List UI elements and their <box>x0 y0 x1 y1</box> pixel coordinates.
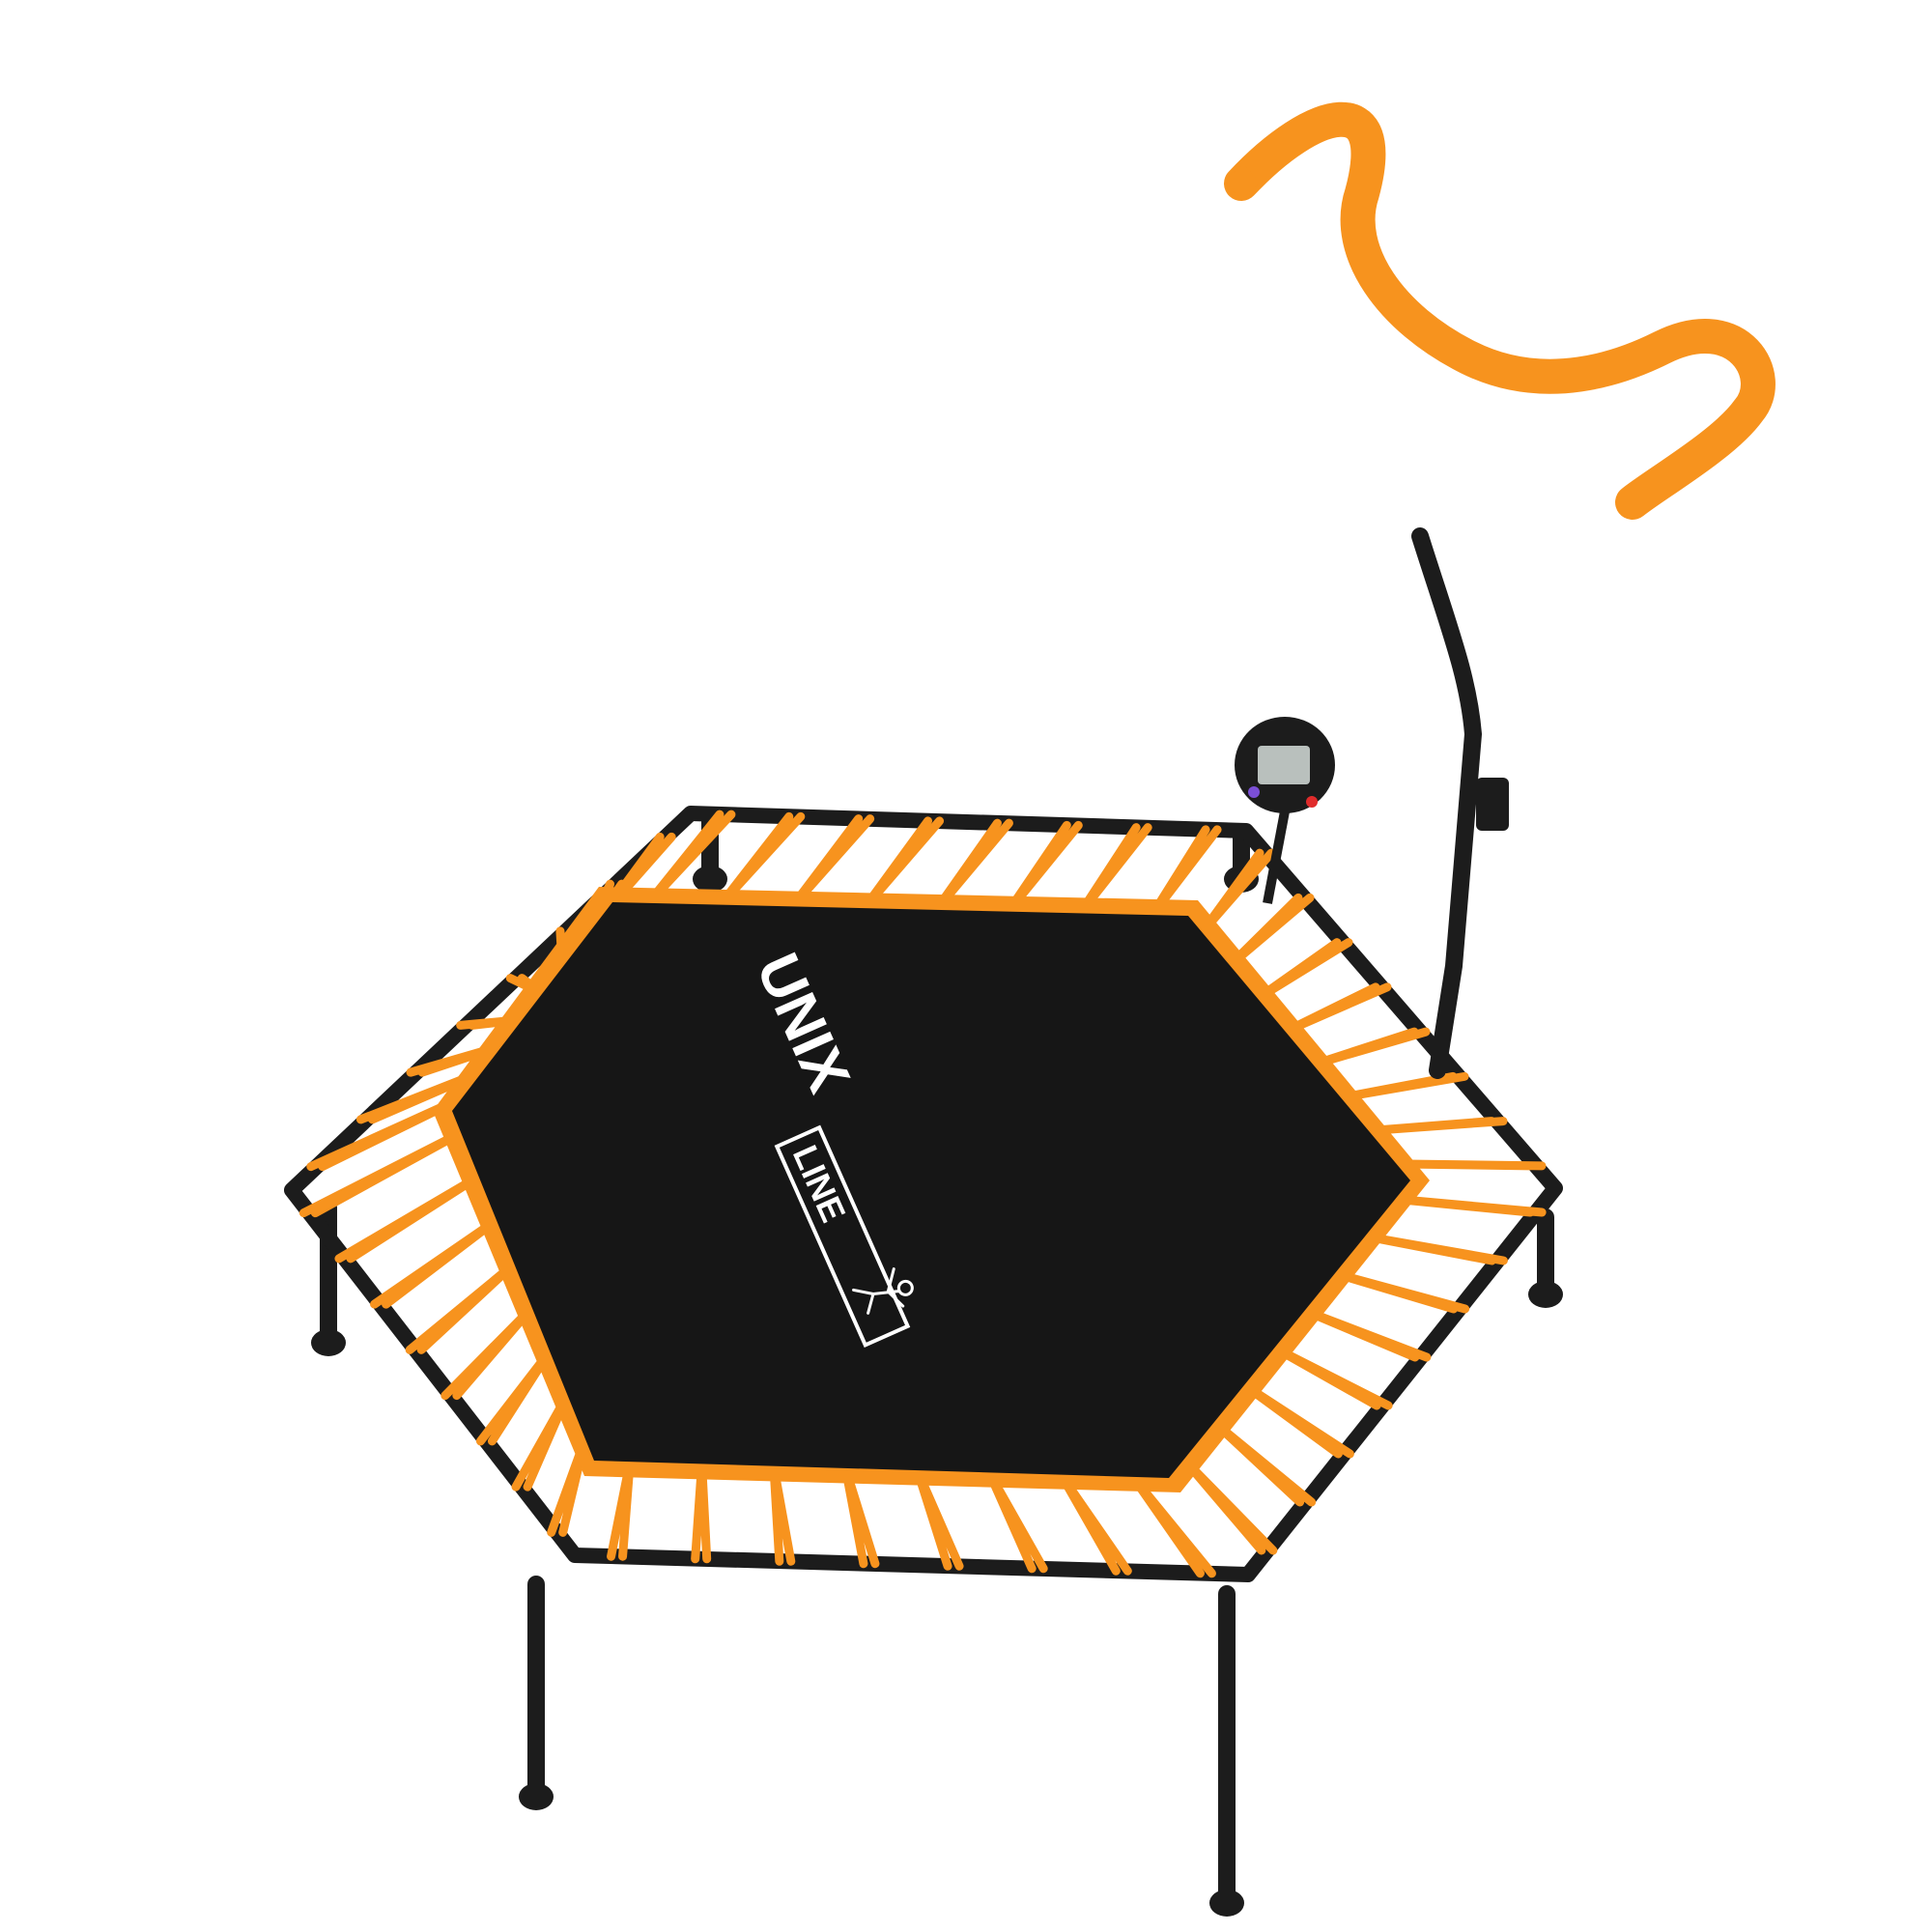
support-handle[interactable] <box>1224 101 1776 1079</box>
jump-mat <box>433 887 1430 1492</box>
bungee-cord <box>984 1467 1048 1574</box>
bungee-cord <box>1300 1306 1432 1362</box>
monitor-stem <box>1263 810 1290 904</box>
bungee-cord <box>1330 1268 1470 1314</box>
leg-foot <box>311 1329 346 1356</box>
mat-surface <box>452 902 1410 1478</box>
bungee-cord <box>913 1465 964 1571</box>
bungee-cord <box>769 1462 796 1566</box>
bungee-cord <box>1239 1380 1354 1459</box>
leg-foot <box>693 866 727 893</box>
bungee-cord <box>440 1303 537 1401</box>
jumping-figure-icon <box>852 1267 914 1315</box>
leg-foot <box>1528 1281 1563 1308</box>
leg-foot <box>1209 1889 1244 1917</box>
bungee-cord <box>1360 1232 1508 1265</box>
bungee-cord <box>405 1259 519 1354</box>
grip-end-left <box>1226 165 1259 198</box>
bungee-cord <box>370 1215 501 1309</box>
bungee-cord <box>1390 1194 1547 1217</box>
bungee-cord <box>1281 982 1392 1037</box>
brand-logo-box <box>774 1124 911 1349</box>
bungee-cord <box>1128 1472 1216 1578</box>
bungee-cord <box>691 1459 712 1564</box>
outer-frame-ring <box>284 806 1563 1582</box>
bungee-cord <box>840 1463 880 1569</box>
monitor-button-left[interactable] <box>1248 786 1260 798</box>
bungee-cord <box>1364 1117 1508 1136</box>
bungee-cord <box>1336 1071 1469 1102</box>
bungee-cord <box>607 1457 635 1561</box>
bungee-cord <box>298 1128 466 1218</box>
trampoline-frame <box>284 806 1563 1582</box>
bungee-cord <box>1308 1027 1431 1069</box>
bungee-cord <box>1056 1470 1132 1576</box>
monitor-button-right[interactable] <box>1306 796 1318 808</box>
trampoline-legs <box>311 812 1563 1917</box>
handle-pole <box>1411 527 1483 1079</box>
bungee-cord <box>1179 1455 1278 1555</box>
bungee-cord <box>1269 1343 1393 1410</box>
bungee-cord <box>1209 1417 1317 1507</box>
handle-grip[interactable] <box>1224 101 1776 520</box>
monitor-screen <box>1258 746 1310 784</box>
leg-foot <box>519 1783 554 1810</box>
bungee-cord <box>334 1172 484 1264</box>
bungee-cord <box>1392 1159 1547 1171</box>
handle-clamp <box>1476 778 1509 831</box>
digital-counter-icon[interactable] <box>1235 717 1335 904</box>
